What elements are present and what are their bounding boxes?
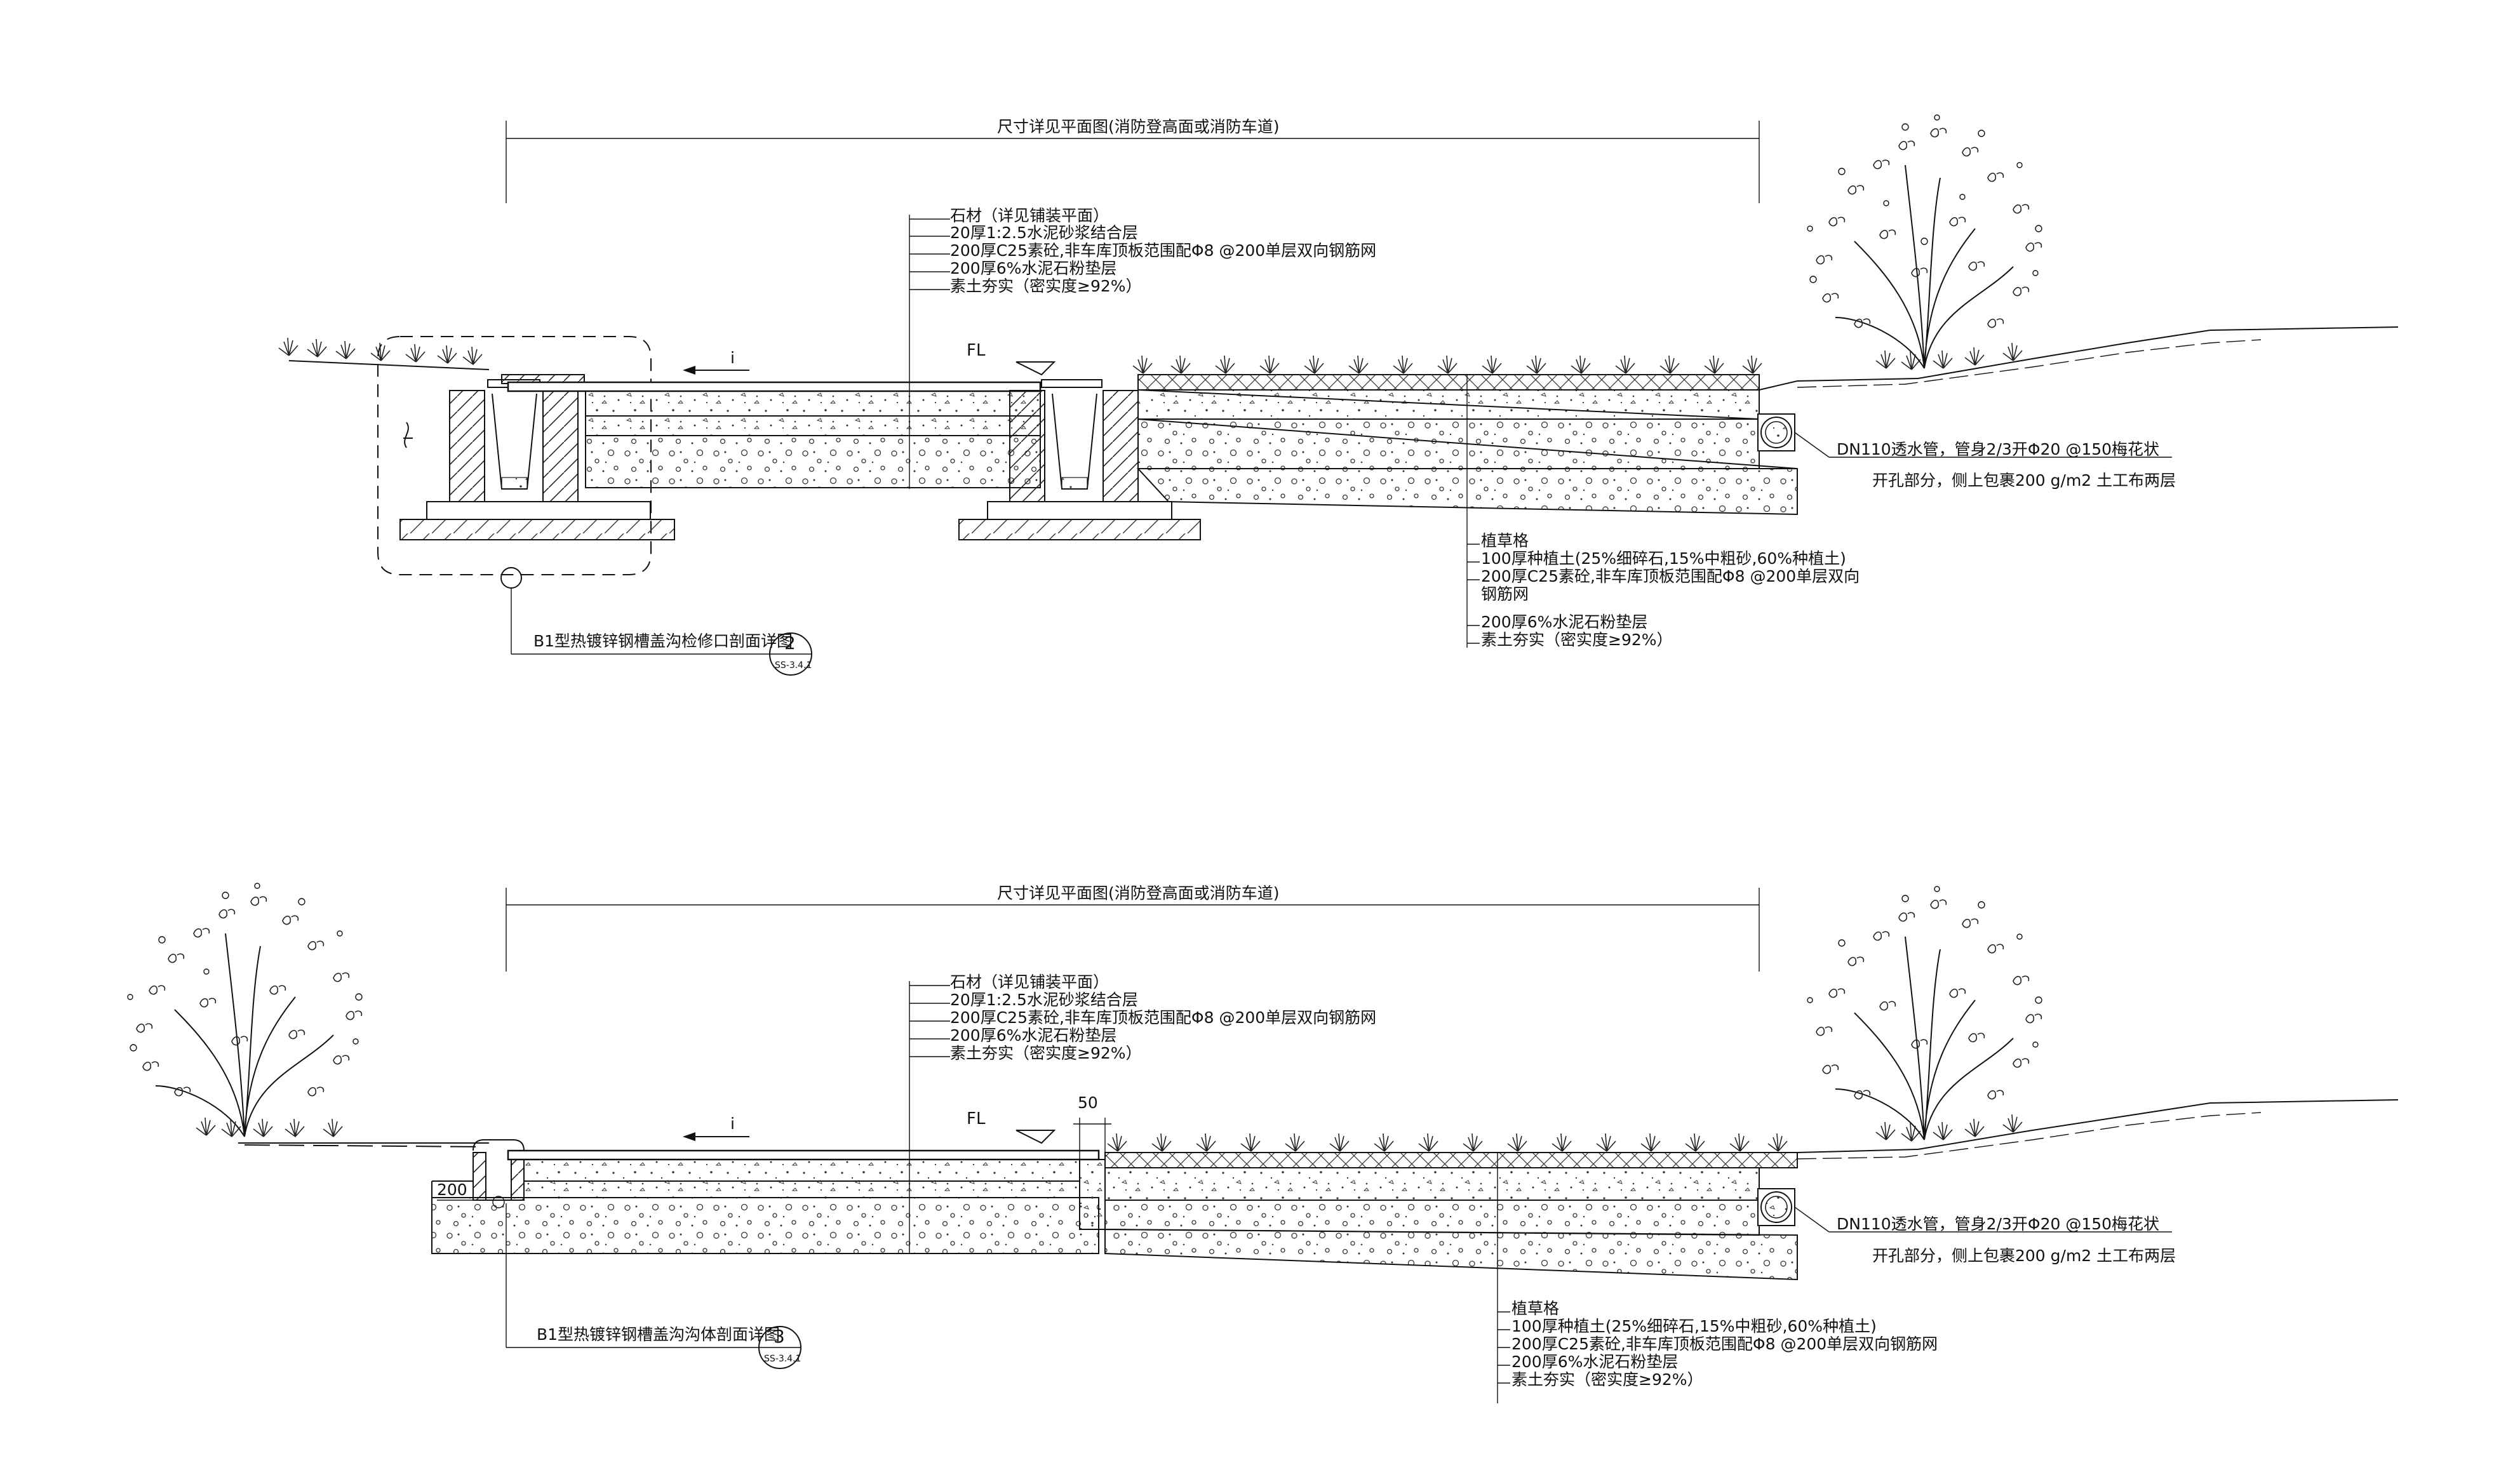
detail-circle: [500, 567, 522, 589]
callout-sheet: SS-3.4.1: [775, 660, 812, 671]
ground-right-2: [1797, 1099, 2399, 1160]
paving-layer-label: 20厚1:2.5水泥砂浆结合层: [950, 991, 1138, 1009]
grass-layer-labels: 植草格 100厚种植土(25%细碎石,15%中粗砂,60%种植土) 200厚C2…: [1467, 531, 1860, 649]
grass-layer-label: 植草格: [1481, 531, 1529, 550]
paving-layer-label: 石材（详见铺装平面）: [950, 206, 1109, 225]
grass-paver-section-1: [1132, 355, 1798, 516]
paving-layer-labels: 石材（详见铺装平面） 20厚1:2.5水泥砂浆结合层 200厚C25素砼,非车库…: [909, 206, 1376, 295]
grass-layer-label: 素土夯实（密实度≥92%）: [1511, 1370, 1703, 1389]
detail-callout-2: 2 SS-3.4.1 B1型热镀锌钢槽盖沟检修口剖面详图: [511, 588, 812, 676]
dimension-line-2: 尺寸详见平面图(消防登高面或消防车道): [506, 884, 1760, 972]
grass-layer-label: 植草格: [1511, 1299, 1559, 1318]
shrub-icon: [127, 883, 363, 1137]
dimension-line-1: 尺寸详见平面图(消防登高面或消防车道): [506, 117, 1760, 203]
pipe-label-line2: 开孔部分，侧上包裹200 g/m2 土工布两层: [1872, 1247, 2176, 1265]
paving-layer-labels-2: 石材（详见铺装平面） 20厚1:2.5水泥砂浆结合层 200厚C25素砼,非车库…: [909, 973, 1376, 1062]
paving-layer-label: 200厚6%水泥石粉垫层: [950, 259, 1116, 277]
grass-layer-label: 100厚种植土(25%细碎石,15%中粗砂,60%种植土): [1511, 1317, 1877, 1335]
trench-drain-right: [958, 379, 1201, 540]
pipe-label-line1: DN110透水管，管身2/3开Φ20 @150梅花状: [1837, 1215, 2159, 1233]
grass-layer-label: 素土夯实（密实度≥92%）: [1481, 631, 1673, 649]
dimension-text: 尺寸详见平面图(消防登高面或消防车道): [997, 884, 1280, 902]
trench-drain-left-2: 200: [437, 1139, 525, 1208]
slope-label: i: [730, 349, 735, 367]
dim-50-marker: 50: [1073, 1093, 1111, 1159]
grass-paver-section-2: [1104, 1133, 1798, 1281]
grass-layer-label: 200厚6%水泥石粉垫层: [1481, 613, 1647, 631]
drainage-pipe-icon: [1757, 413, 2172, 458]
grass-layer-labels-2: 植草格 100厚种植土(25%细碎石,15%中粗砂,60%种植土) 200厚C2…: [1498, 1299, 1938, 1389]
ground-right: [1759, 326, 2399, 391]
grass-layer-label: 200厚6%水泥石粉垫层: [1511, 1353, 1678, 1371]
pipe-label-line2: 开孔部分，侧上包裹200 g/m2 土工布两层: [1872, 471, 2176, 490]
paving-layer-label: 素土夯实（密实度≥92%）: [950, 1044, 1142, 1062]
callout-sheet: SS-3.4.1: [764, 1354, 801, 1364]
fl-label: FL: [967, 341, 986, 360]
drainage-pipe-icon: [1757, 1188, 2172, 1233]
elevation-marker-icon: FL: [967, 1109, 1056, 1144]
section-1: 尺寸详见平面图(消防登高面或消防车道): [278, 114, 2399, 676]
paving-layer-label: 20厚1:2.5水泥砂浆结合层: [950, 224, 1138, 242]
callout-text: B1型热镀锌钢槽盖沟检修口剖面详图: [533, 632, 793, 650]
slope-arrow: i: [683, 349, 749, 375]
dim-50: 50: [1078, 1093, 1098, 1112]
grass-layer-label: 200厚C25素砼,非车库顶板范围配Φ8 @200单层双向: [1481, 567, 1860, 585]
paving-section-1: [507, 381, 1042, 488]
detail-callout-3: 3 SS-3.4.1 B1型热镀锌钢槽盖沟沟体剖面详图: [506, 1203, 801, 1369]
fl-label: FL: [967, 1109, 986, 1128]
paving-section-2: [431, 1149, 1106, 1254]
paving-layer-label: 素土夯实（密实度≥92%）: [950, 277, 1142, 295]
ground-left: [278, 337, 490, 370]
paving-layer-label: 200厚C25素砼,非车库顶板范围配Φ8 @200单层双向钢筋网: [950, 1008, 1376, 1027]
dim-200: 200: [437, 1180, 467, 1199]
paving-layer-label: 200厚C25素砼,非车库顶板范围配Φ8 @200单层双向钢筋网: [950, 241, 1376, 260]
section-2: 尺寸详见平面图(消防登高面或消防车道): [127, 883, 2399, 1403]
trench-drain-left: [399, 374, 675, 540]
grass-layer-label: 200厚C25素砼,非车库顶板范围配Φ8 @200单层双向钢筋网: [1511, 1335, 1938, 1353]
shrub-icon: [1807, 114, 2042, 370]
elevation-marker-icon: FL: [967, 341, 1056, 376]
paving-layer-label: 石材（详见铺装平面）: [950, 973, 1109, 991]
slope-label: i: [730, 1114, 735, 1133]
detail-boundary: [377, 336, 652, 575]
callout-number: 3: [774, 1326, 785, 1347]
callout-number: 2: [784, 632, 796, 653]
callout-text: B1型热镀锌钢槽盖沟沟体剖面详图: [537, 1325, 780, 1344]
grass-layer-label: 100厚种植土(25%细碎石,15%中粗砂,60%种植土): [1481, 549, 1846, 568]
dimension-text: 尺寸详见平面图(消防登高面或消防车道): [997, 117, 1280, 136]
shrub-icon: [1807, 886, 2042, 1142]
paving-layer-label: 200厚6%水泥石粉垫层: [950, 1026, 1116, 1045]
slope-arrow: i: [683, 1114, 749, 1141]
grass-layer-label: 钢筋网: [1481, 585, 1529, 603]
pipe-label-line1: DN110透水管，管身2/3开Φ20 @150梅花状: [1837, 440, 2159, 458]
